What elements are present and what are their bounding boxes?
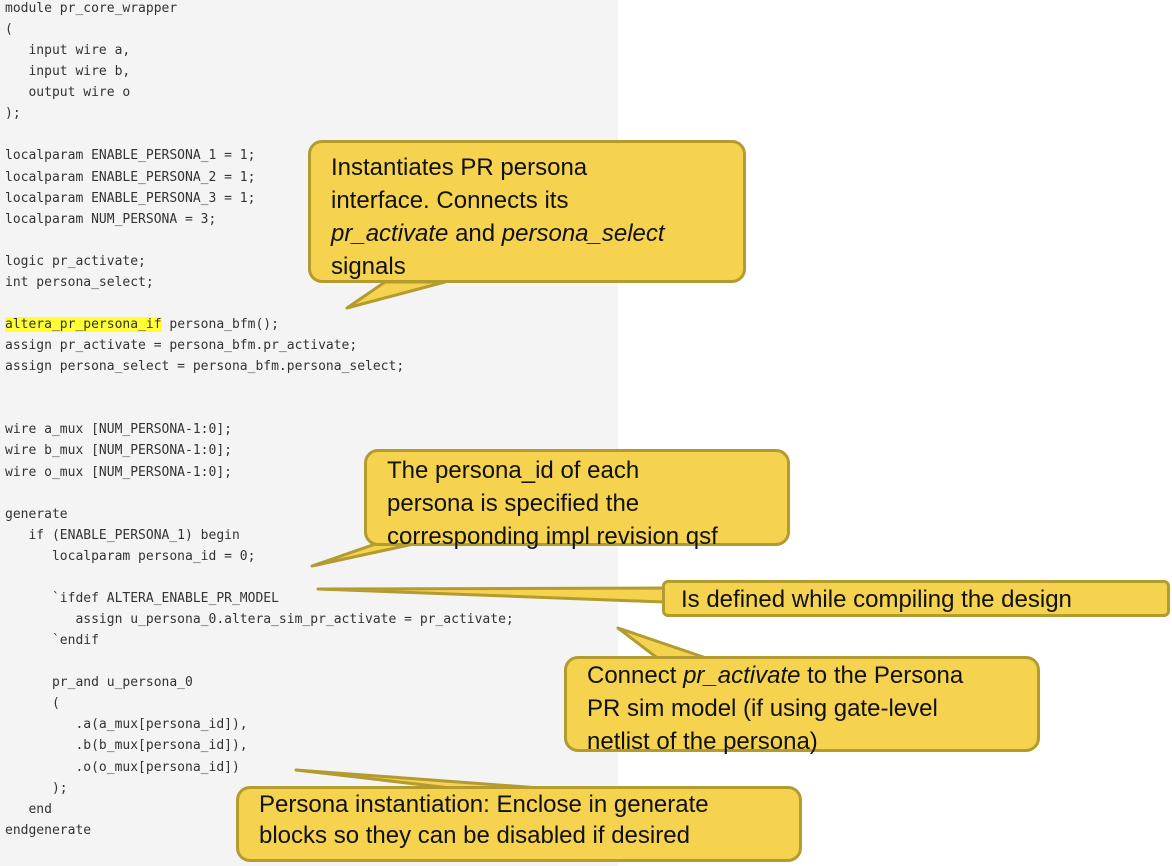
code-text: wire a_mux [NUM_PERSONA-1:0];	[5, 422, 232, 438]
code-line: int persona_select;	[5, 273, 154, 293]
instantiation-callout-line-2: blocks so they can be disabled if desire…	[259, 822, 690, 849]
to-persona-text: to the Persona	[800, 662, 964, 689]
connect-callout-line-1: Connect pr_activate to the Persona	[587, 659, 1025, 692]
code-line: altera_pr_persona_if persona_bfm();	[5, 315, 279, 335]
code-text: logic pr_activate;	[5, 253, 146, 269]
connect-callout-line-2: PR sim model (if using gate-level	[587, 695, 938, 722]
connect-text: Connect	[587, 662, 684, 689]
persona-id-callout-line-3: corresponding impl revision qsf	[387, 523, 718, 550]
code-line: end	[5, 800, 52, 820]
code-text: (	[5, 22, 13, 38]
code-text: end	[5, 801, 52, 817]
code-line: (	[5, 20, 13, 40]
interface-callout-line-4: signals	[331, 253, 406, 280]
code-text: generate	[5, 506, 68, 522]
code-line: if (ENABLE_PERSONA_1) begin	[5, 526, 240, 546]
ifdef-callout-line-1: Is defined while compiling the design	[681, 586, 1072, 613]
code-text: if (ENABLE_PERSONA_1) begin	[5, 527, 240, 543]
code-line: input wire b,	[5, 62, 130, 82]
code-text: assign pr_activate = persona_bfm.pr_acti…	[5, 338, 358, 354]
code-text: localparam ENABLE_PERSONA_3 = 1;	[5, 190, 256, 206]
code-line: `endif	[5, 631, 99, 651]
code-line: module pr_core_wrapper	[5, 0, 177, 19]
code-line: output wire o	[5, 83, 130, 103]
code-line: `ifdef ALTERA_ENABLE_PR_MODEL	[5, 589, 279, 609]
ifdef-callout: Is defined while compiling the design	[662, 580, 1170, 617]
code-text: (	[5, 696, 60, 712]
code-text: localparam ENABLE_PERSONA_1 = 1;	[5, 148, 256, 164]
interface-callout-line-3: pr_activate and persona_select	[331, 217, 731, 250]
code-text: input wire a,	[5, 43, 131, 59]
interface-callout: Instantiates PR persona interface. Conne…	[308, 140, 746, 283]
code-text: localparam ENABLE_PERSONA_2 = 1;	[5, 169, 256, 185]
interface-callout-line-2: interface. Connects its	[331, 187, 569, 214]
code-text: output wire o	[5, 85, 131, 101]
code-line: (	[5, 694, 60, 714]
connect-callout: Connect pr_activate to the Persona PR si…	[564, 656, 1040, 755]
code-text: );	[5, 106, 21, 122]
code-line: );	[5, 104, 21, 124]
code-text: assign persona_select = persona_bfm.pers…	[5, 359, 405, 375]
code-line: localparam NUM_PERSONA = 3;	[5, 210, 216, 230]
code-text: localparam persona_id = 0;	[5, 548, 256, 564]
code-line: assign u_persona_0.altera_sim_pr_activat…	[5, 610, 514, 630]
instantiation-callout: Persona instantiation: Enclose in genera…	[236, 786, 802, 862]
pr-activate-term: pr_activate	[331, 220, 449, 247]
code-line: );	[5, 779, 68, 799]
interface-callout-tail	[345, 280, 447, 310]
code-line: localparam ENABLE_PERSONA_1 = 1;	[5, 146, 255, 166]
code-text: `endif	[5, 633, 99, 649]
code-line: assign persona_select = persona_bfm.pers…	[5, 357, 404, 377]
code-text: wire b_mux [NUM_PERSONA-1:0];	[5, 443, 232, 459]
code-line: endgenerate	[5, 821, 91, 841]
code-line: localparam ENABLE_PERSONA_3 = 1;	[5, 189, 255, 209]
and-text: and	[448, 220, 502, 247]
code-line: input wire a,	[5, 41, 130, 61]
code-line: generate	[5, 505, 68, 525]
code-text: localparam NUM_PERSONA = 3;	[5, 211, 217, 227]
code-line: assign pr_activate = persona_bfm.pr_acti…	[5, 336, 357, 356]
code-line: wire a_mux [NUM_PERSONA-1:0];	[5, 420, 232, 440]
code-line: pr_and u_persona_0	[5, 673, 193, 693]
instantiation-callout-line-1: Persona instantiation: Enclose in genera…	[259, 791, 709, 818]
code-text: int persona_select;	[5, 274, 154, 290]
code-line: logic pr_activate;	[5, 252, 146, 272]
persona-id-callout-line-2: persona is specified the	[387, 490, 640, 517]
code-text: endgenerate	[5, 822, 92, 838]
code-text: persona_bfm();	[161, 317, 279, 333]
code-text: wire o_mux [NUM_PERSONA-1:0];	[5, 464, 232, 480]
ifdef-callout-tail	[316, 586, 666, 604]
persona-id-callout: The persona_id of each persona is specif…	[364, 449, 790, 550]
code-text: assign u_persona_0.altera_sim_pr_activat…	[5, 612, 514, 628]
connect-callout-line-3: netlist of the persona)	[587, 728, 818, 755]
code-text: `ifdef ALTERA_ENABLE_PR_MODEL	[5, 590, 279, 606]
code-line: .a(a_mux[persona_id]),	[5, 715, 248, 735]
code-line: .b(b_mux[persona_id]),	[5, 736, 248, 756]
code-text: .o(o_mux[persona_id])	[5, 759, 240, 775]
code-text: .a(a_mux[persona_id]),	[5, 717, 248, 733]
code-text: input wire b,	[5, 64, 131, 80]
code-line: .o(o_mux[persona_id])	[5, 758, 240, 778]
persona-id-callout-line-1: The persona_id of each	[387, 457, 640, 484]
code-text: pr_and u_persona_0	[5, 675, 193, 691]
code-line: localparam persona_id = 0;	[5, 547, 256, 567]
code-line: wire o_mux [NUM_PERSONA-1:0];	[5, 463, 232, 483]
persona-select-term: persona_select	[501, 220, 665, 247]
code-text: module pr_core_wrapper	[5, 1, 178, 16]
pr-activate-term-2: pr_activate	[683, 662, 801, 689]
code-text: .b(b_mux[persona_id]),	[5, 738, 248, 754]
interface-callout-line-1: Instantiates PR persona	[331, 154, 588, 181]
highlighted-code-token: altera_pr_persona_if	[5, 317, 162, 333]
code-text: );	[5, 780, 68, 796]
code-line: localparam ENABLE_PERSONA_2 = 1;	[5, 168, 255, 188]
code-line: wire b_mux [NUM_PERSONA-1:0];	[5, 441, 232, 461]
